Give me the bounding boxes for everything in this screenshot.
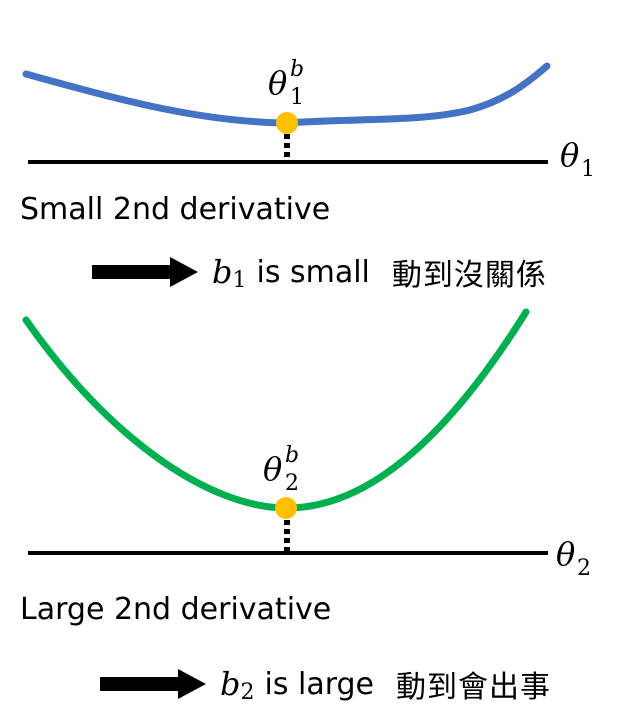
bottom-result-text: is large bbox=[264, 666, 375, 702]
bottom-axis-symbol: θ bbox=[556, 535, 575, 573]
top-point-sub: 1 bbox=[290, 85, 304, 110]
right-arrow-icon bbox=[92, 257, 198, 287]
top-point-symbol: θ bbox=[268, 64, 287, 102]
top-point bbox=[276, 112, 298, 134]
top-axis-symbol: θ bbox=[560, 136, 579, 174]
top-caption: Small 2nd derivative bbox=[20, 192, 331, 227]
top-result-symbol: b bbox=[212, 253, 233, 291]
top-result-text: is small bbox=[256, 254, 370, 290]
bottom-axis-sub: 2 bbox=[577, 556, 591, 581]
bottom-result-sub: 2 bbox=[240, 679, 255, 705]
bottom-result-symbol: b bbox=[220, 665, 241, 703]
bottom-point bbox=[275, 497, 297, 519]
top-axis-sub: 1 bbox=[581, 157, 595, 182]
bottom-result-cjk: 動到會出事 bbox=[396, 670, 552, 705]
right-arrow-icon bbox=[100, 669, 206, 699]
top-result-sub: 1 bbox=[232, 267, 247, 293]
bottom-point-sub: 2 bbox=[285, 471, 299, 496]
bottom-point-sup: b bbox=[285, 443, 299, 468]
bottom-caption: Large 2nd derivative bbox=[20, 592, 332, 627]
bottom-result-row: b 2 is large 動到會出事 bbox=[100, 662, 551, 706]
top-point-sup: b bbox=[290, 57, 304, 82]
top-result-cjk: 動到沒關係 bbox=[391, 258, 547, 293]
bottom-point-symbol: θ bbox=[263, 450, 282, 488]
top-result-row: b 1 is small 動到沒關係 bbox=[92, 250, 547, 294]
top-curve bbox=[22, 62, 551, 127]
